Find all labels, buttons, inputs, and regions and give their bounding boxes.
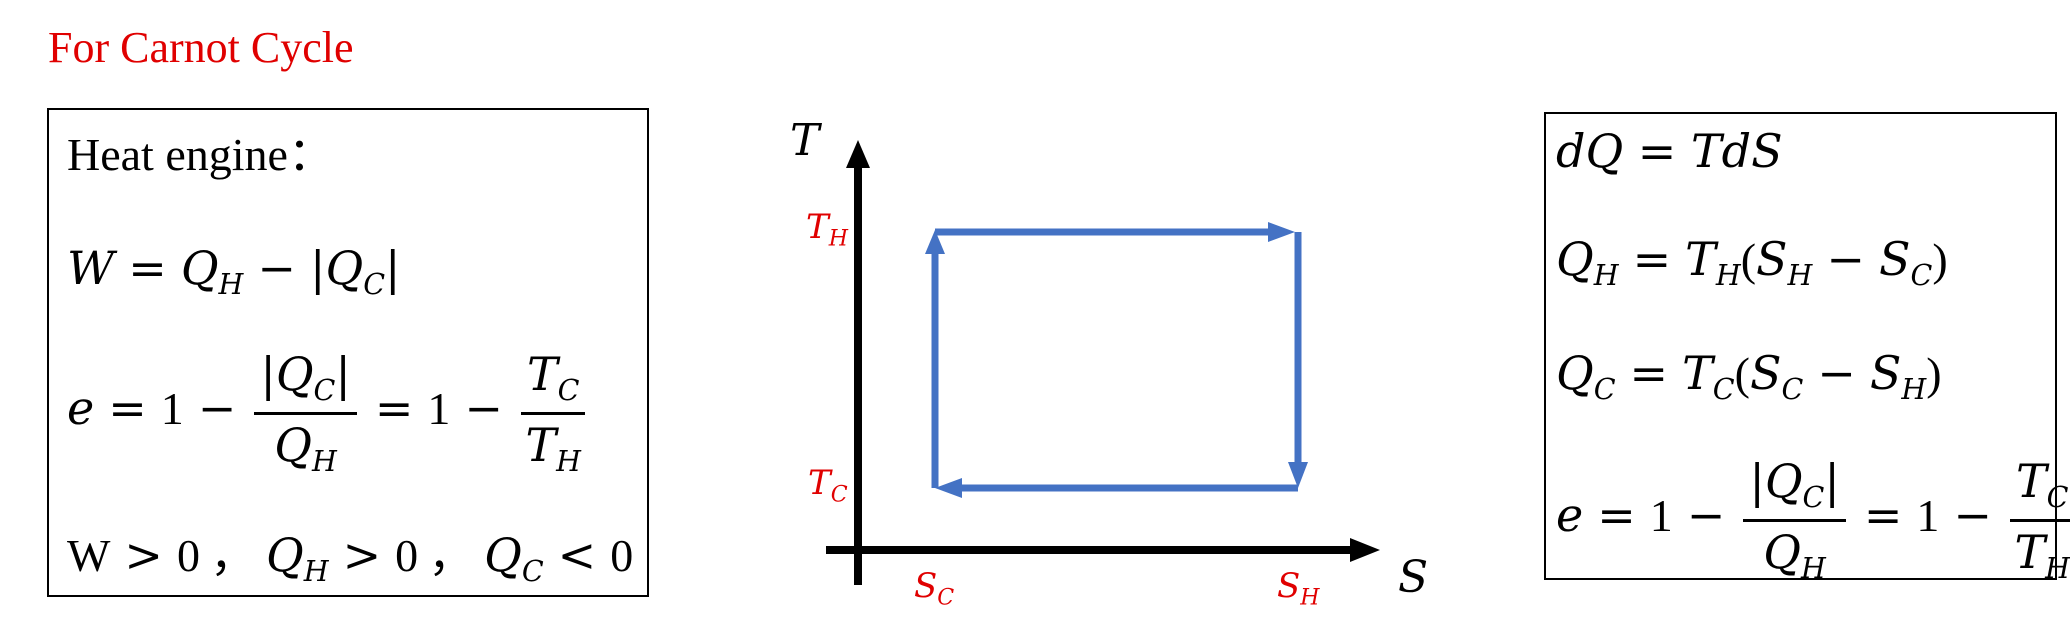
qc-equation: QC=TC(SC−SH) xyxy=(1556,346,1942,406)
arrow-bottom-left xyxy=(935,478,962,498)
page-title: For Carnot Cycle xyxy=(48,23,354,72)
th-label: TH xyxy=(806,207,848,252)
heat-entropy-relation: dQ = TdS xyxy=(1556,124,1783,178)
carnot-cycle xyxy=(931,228,1302,492)
heat-ratio-fraction: |QC|QH xyxy=(1743,457,1846,584)
work-equation: W=QH−|QC| xyxy=(67,241,401,301)
arrow-right-down xyxy=(1288,462,1308,488)
sc-label: SC xyxy=(914,566,955,611)
arrow-left-up xyxy=(925,230,945,254)
s-axis-arrowhead xyxy=(1350,538,1380,562)
qh-equation: QH=TH(SH−SC) xyxy=(1556,232,1948,292)
sh-label: SH xyxy=(1277,566,1320,611)
t-axis-arrowhead xyxy=(846,140,870,168)
heat-ratio-fraction: |QC|QH xyxy=(254,350,357,477)
arrow-top-right xyxy=(1268,222,1295,242)
entropy-relations-box: dQ = TdS QH=TH(SH−SC) QC=TC(SC−SH) e=1−|… xyxy=(1544,112,2070,583)
sign-conditions: W>0，QH>0，QC<0 xyxy=(67,528,634,588)
s-axis-label: S xyxy=(1398,552,1429,603)
heat-engine-heading: Heat engine： xyxy=(67,129,334,180)
tc-label: TC xyxy=(808,463,848,508)
t-axis-label: T xyxy=(790,115,820,166)
